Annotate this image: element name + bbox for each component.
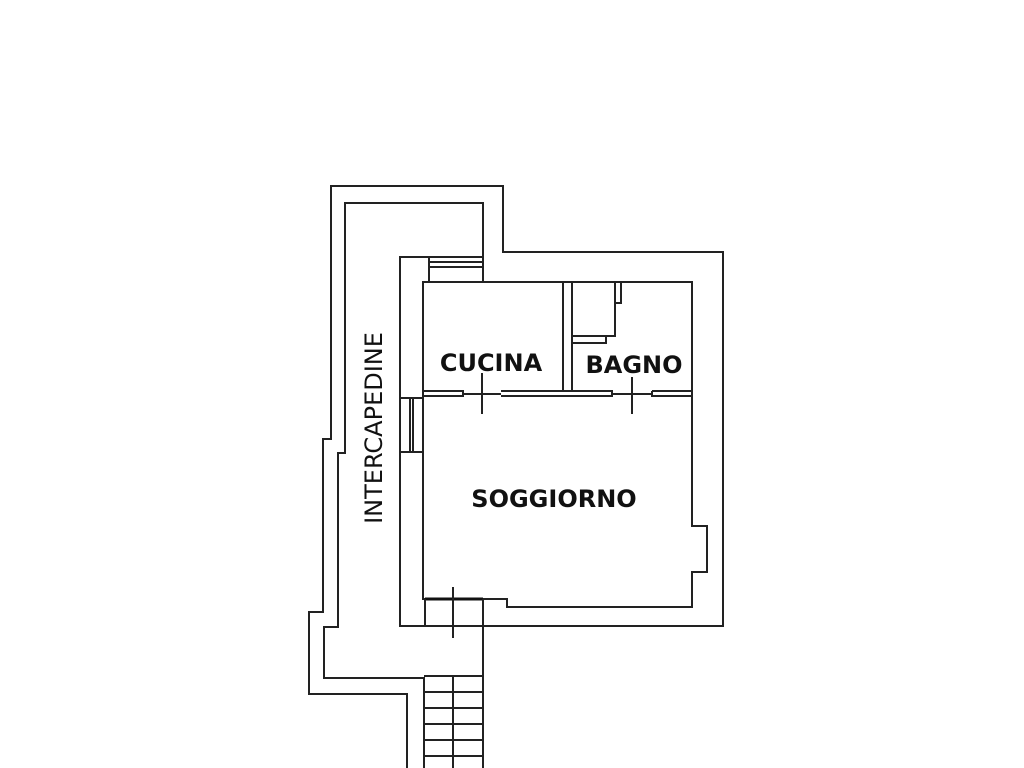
bathroom-door-mark — [612, 377, 652, 414]
room-label-cucina: CUCINA — [440, 349, 543, 377]
kitchen-door-mark — [463, 373, 501, 414]
room-label-bagno: BAGNO — [585, 351, 682, 379]
bathroom-shaft — [572, 282, 622, 344]
outer-wall — [308, 185, 724, 768]
room-label-intercapedine: INTERCAPEDINE — [360, 332, 388, 524]
room-label-soggiorno: SOGGIORNO — [471, 485, 636, 513]
window-top — [428, 257, 483, 282]
apartment-outer-wall — [399, 256, 483, 627]
window-left — [400, 397, 423, 453]
interior-wall — [422, 281, 708, 608]
stairs — [424, 675, 483, 768]
intercapedine-inner-wall — [323, 202, 484, 768]
cucina-bagno-partition — [562, 282, 573, 391]
